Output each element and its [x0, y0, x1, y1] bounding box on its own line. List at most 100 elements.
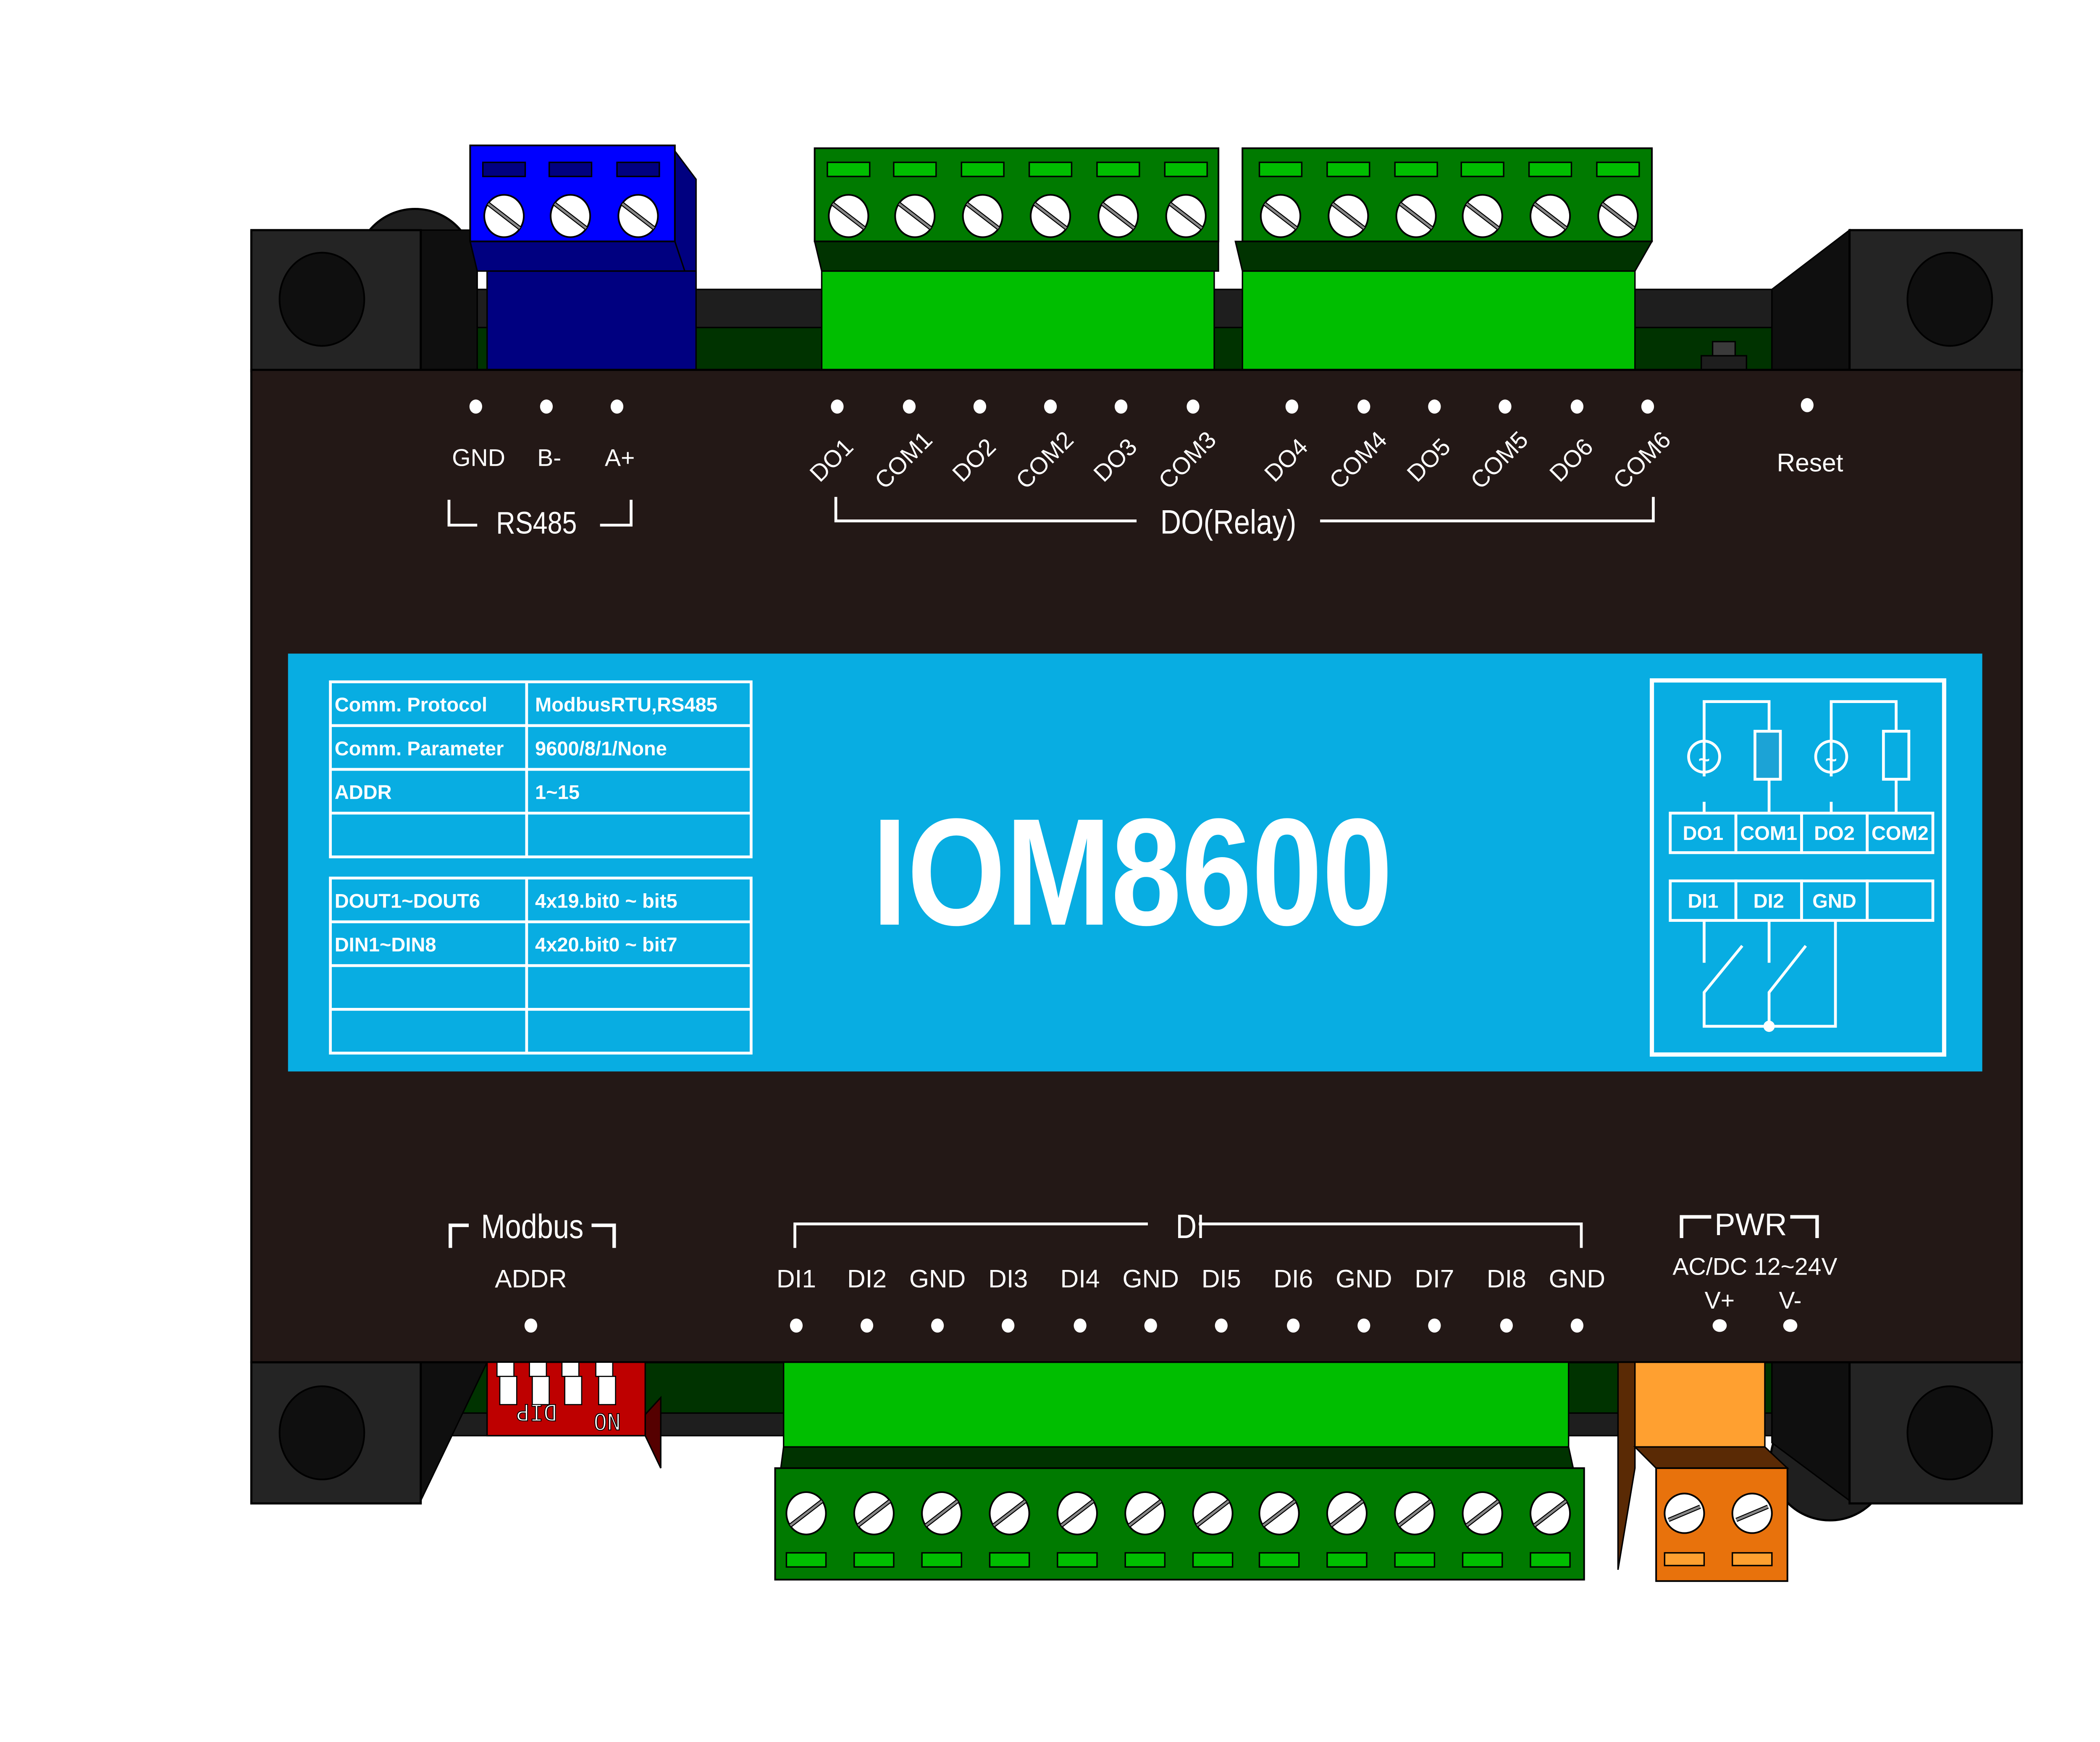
dip-lever[interactable]	[561, 1362, 583, 1405]
terminal-label: DO2	[1814, 822, 1855, 844]
screw-icon[interactable]	[785, 1491, 827, 1535]
wire-slot	[482, 161, 526, 177]
modbus-label-group: Modbus ADDR	[449, 1207, 616, 1333]
screw-icon[interactable]	[1326, 1491, 1368, 1535]
screw-icon[interactable]	[1664, 1493, 1705, 1534]
screw-icon[interactable]	[1192, 1491, 1234, 1535]
screw-icon[interactable]	[1731, 1493, 1773, 1534]
wire-slot	[1530, 1552, 1571, 1568]
screw-icon[interactable]	[1328, 194, 1369, 238]
modbus-group-label: Modbus	[481, 1207, 583, 1246]
screw-icon[interactable]	[962, 194, 1003, 238]
screw-icon[interactable]	[853, 1491, 895, 1535]
pin-indicator-hole	[973, 399, 987, 414]
pin-indicator-hole	[831, 399, 844, 414]
dip-lever[interactable]	[496, 1362, 517, 1405]
screw-icon[interactable]	[1529, 1491, 1571, 1535]
pin-label: GND	[1336, 1265, 1392, 1293]
wire-slot	[1596, 161, 1640, 177]
pin-indicator-hole	[1357, 399, 1370, 414]
terminal-label: DO1	[1683, 822, 1724, 844]
pin-indicator-hole	[1114, 399, 1128, 414]
load-resistor-icon	[1882, 729, 1911, 781]
screw-icon[interactable]	[1124, 1491, 1166, 1535]
pin-label: DI5	[1202, 1265, 1241, 1293]
wire-slot	[1164, 161, 1208, 177]
screw-icon[interactable]	[989, 1491, 1030, 1535]
modbus-bracket	[449, 1223, 616, 1248]
relay-group-label: DO(Relay)	[1160, 503, 1297, 541]
screw-icon[interactable]	[1462, 1491, 1503, 1535]
pwr-label-group: PWR AC/DC 12~24V V+ V-	[1672, 1207, 1838, 1332]
screw-icon[interactable]	[617, 194, 659, 238]
rs485-connector[interactable]	[469, 144, 697, 371]
model-title: IOM8600	[872, 787, 1392, 957]
mount-hole-icon	[1906, 1385, 1993, 1480]
dip-text-left: DIP	[516, 1399, 557, 1426]
screw-icon[interactable]	[1394, 1491, 1436, 1535]
wire-slot	[893, 161, 937, 177]
screw-icon[interactable]	[1597, 194, 1639, 238]
relay-connector-a[interactable]	[814, 147, 1220, 371]
screw-icon[interactable]	[550, 194, 591, 238]
screw-icon[interactable]	[1056, 1491, 1098, 1535]
ac-source-symbol: ~	[1825, 748, 1837, 771]
screw-icon[interactable]	[1395, 194, 1437, 238]
terminal-label: GND	[1812, 889, 1856, 912]
screw-icon[interactable]	[483, 194, 525, 238]
screw-icon[interactable]	[1462, 194, 1503, 238]
di-connector[interactable]	[774, 1362, 1585, 1581]
screw-icon[interactable]	[894, 194, 936, 238]
ac-source-icon	[1814, 740, 1848, 774]
reset-label: Reset	[1777, 449, 1843, 477]
screw-icon[interactable]	[1258, 1491, 1300, 1535]
dip-lever[interactable]	[529, 1362, 550, 1405]
pin-label: DI3	[988, 1265, 1028, 1293]
mount-hole-icon	[1906, 252, 1993, 347]
rs485-bracket	[447, 499, 633, 527]
relay-connector-b[interactable]	[1234, 147, 1653, 371]
pin-indicator-hole	[860, 1318, 874, 1333]
screw-icon[interactable]	[828, 194, 869, 238]
screw-icon[interactable]	[1165, 194, 1207, 238]
reset-button[interactable]	[1701, 341, 1747, 371]
pin-indicator-hole	[1570, 1318, 1584, 1333]
wire-slot	[1326, 1552, 1368, 1568]
pin-label: DI8	[1487, 1265, 1526, 1293]
pin-indicator-hole	[1074, 1318, 1087, 1333]
power-connector[interactable]	[1617, 1362, 1790, 1582]
screw-icon[interactable]	[1260, 194, 1302, 238]
wire-slot	[1096, 161, 1140, 177]
pin-indicator-hole	[540, 399, 553, 414]
pin-indicator-hole	[1285, 399, 1298, 414]
wire-slot	[1326, 161, 1370, 177]
din-mount-top-right	[1771, 228, 2023, 373]
pwr-rating: AC/DC 12~24V	[1672, 1253, 1837, 1280]
screw-icon[interactable]	[1029, 194, 1071, 238]
wire-slot	[853, 1552, 895, 1568]
wire-slot	[548, 161, 593, 177]
mount-hole-icon	[278, 252, 365, 347]
pwr-pin-label-vminus: V-	[1779, 1287, 1802, 1314]
pin-indicator-hole	[1500, 1318, 1513, 1333]
pin-label: DI4	[1060, 1265, 1100, 1293]
spec-value: 4x20.bit0 ~ bit7	[535, 934, 677, 956]
pin-label: GND	[1549, 1265, 1605, 1293]
screw-icon[interactable]	[1097, 194, 1139, 238]
pin-indicator-hole	[1428, 1318, 1441, 1333]
pin-indicator-hole	[1002, 1318, 1015, 1333]
pin-indicator-hole	[1044, 399, 1057, 414]
screw-icon[interactable]	[921, 1491, 963, 1535]
wire-slot	[1732, 1552, 1773, 1566]
spec-key: Comm. Protocol	[335, 693, 487, 716]
reset-hole	[1801, 398, 1814, 412]
screw-icon[interactable]	[1529, 194, 1571, 238]
dip-lever[interactable]	[595, 1362, 617, 1405]
wire-slot	[1192, 1552, 1234, 1568]
dip-switch[interactable]: DIP ON	[486, 1362, 662, 1469]
spec-value: 4x19.bit0 ~ bit5	[535, 889, 677, 912]
